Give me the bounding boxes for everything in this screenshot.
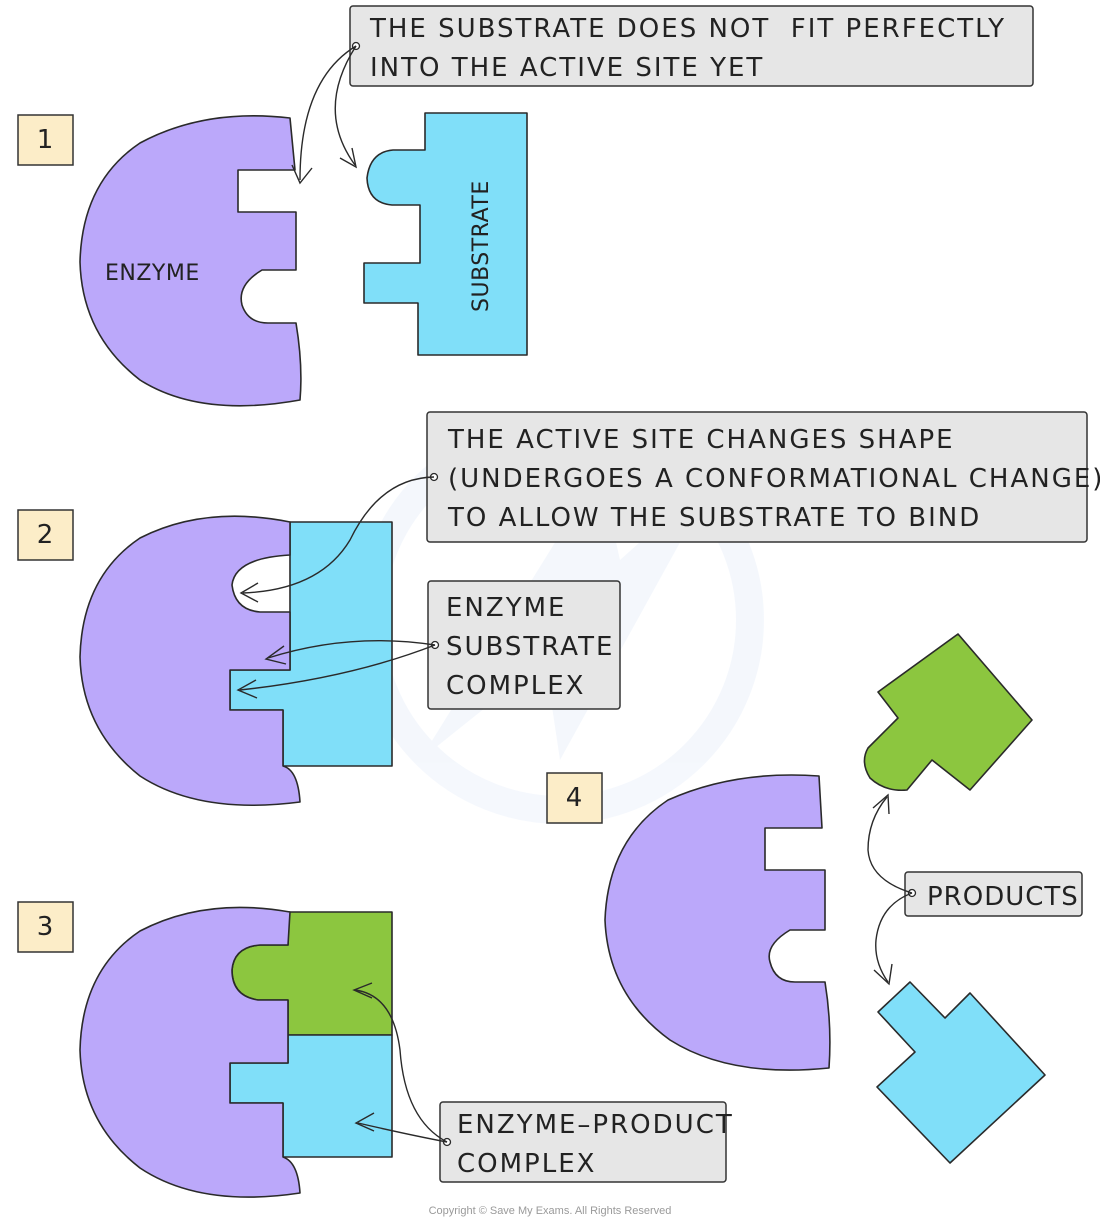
step-1-callout	[349, 5, 1034, 87]
step-1-substrate	[363, 112, 528, 356]
step-2-arrowhead-active-site	[239, 582, 259, 603]
step-3-complex-callout	[439, 1101, 727, 1183]
step-2: 2 THE ACTIVE SITE CHANGES SHAPE (UNDERGO…	[17, 411, 1100, 807]
step-4-product-green	[863, 633, 1033, 792]
step-3-badge	[17, 901, 74, 953]
step-2-complex-line-3: COMPLEX	[446, 671, 585, 701]
step-3: 3 ENZYME–PRODUCT COMPLEX	[17, 901, 734, 1198]
step-3-complex-line-1: ENZYME–PRODUCT	[457, 1110, 734, 1140]
copyright-footer: Copyright © Save My Exams. All Rights Re…	[429, 1205, 672, 1217]
step-1-badge	[17, 114, 74, 166]
step-1-callout-line-1: THE SUBSTRATE DOES NOT FIT PERFECTLY	[369, 14, 1006, 44]
step-1-callout-line-2: INTO THE ACTIVE SITE YET	[370, 53, 764, 83]
step-3-number: 3	[37, 912, 54, 942]
step-2-complex-line-2: SUBSTRATE	[446, 632, 614, 662]
step-2-enzyme	[79, 515, 301, 807]
step-2-complex-line-1: ENZYME	[446, 593, 566, 623]
step-3-arrow-to-blue	[357, 1122, 448, 1143]
step-2-callout-line-2: (UNDERGOES A CONFORMATIONAL CHANGE)	[448, 464, 1100, 494]
step-3-arrowhead-blue	[354, 1112, 375, 1132]
step-4-arrow-to-green	[867, 796, 913, 894]
step-1: 1 ENZYME SUBSTRATE THE SUBSTRATE DOES NO…	[17, 5, 1034, 407]
step-2-arrowhead-upper	[264, 645, 287, 665]
step-2-arrowhead-lower	[236, 679, 258, 699]
step-1-substrate-label: SUBSTRATE	[469, 180, 494, 312]
step-3-enzyme	[79, 906, 301, 1198]
step-1-arrowhead-enzyme	[291, 164, 313, 185]
step-2-number: 2	[37, 520, 54, 550]
step-4-products-label: PRODUCTS	[927, 882, 1079, 912]
step-4-arrow-to-blue	[875, 892, 913, 983]
step-4: 4 PRODUCTS	[546, 633, 1083, 1164]
step-1-arrow-to-substrate	[334, 45, 357, 166]
step-3-arrow-to-green	[354, 989, 448, 1143]
step-4-badge	[546, 772, 603, 824]
step-2-arrow-upper	[267, 639, 436, 659]
step-2-complex-callout	[427, 580, 621, 710]
step-2-arrow-to-active-site	[242, 476, 435, 594]
step-2-arrow-lower	[239, 644, 436, 691]
step-1-enzyme	[79, 114, 302, 407]
step-3-complex-line-2: COMPLEX	[457, 1149, 596, 1179]
step-1-enzyme-label: ENZYME	[105, 261, 200, 286]
step-4-arrowhead-blue	[873, 963, 893, 986]
step-4-number: 4	[566, 783, 583, 813]
step-1-number: 1	[37, 125, 54, 155]
step-4-product-blue	[876, 981, 1046, 1164]
step-2-badge	[17, 509, 74, 561]
step-1-arrow-to-enzyme	[299, 45, 357, 181]
step-4-products-callout	[904, 871, 1083, 917]
step-3-arrowhead-green	[352, 982, 373, 999]
step-4-enzyme	[604, 774, 831, 1071]
step-4-arrowhead-green	[872, 793, 890, 815]
step-2-callout-line-3: TO ALLOW THE SUBSTRATE TO BIND	[447, 503, 981, 533]
step-2-callout-line-1: THE ACTIVE SITE CHANGES SHAPE	[447, 425, 955, 455]
step-1-arrowhead-substrate	[339, 147, 358, 169]
